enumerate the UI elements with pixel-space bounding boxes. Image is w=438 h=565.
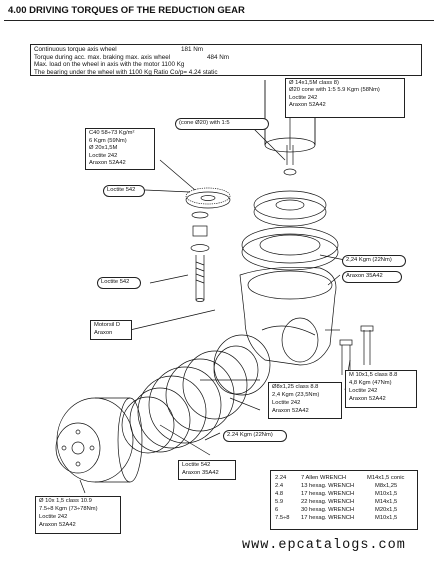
callout-motorsil: Motorsil D Araxon xyxy=(90,320,132,340)
callout-text: Loctite 542 xyxy=(107,187,136,193)
callout-text: Araxon 35A42 xyxy=(346,273,383,279)
callout-text: Araxon 52A42 xyxy=(349,396,386,402)
wrench-tool: 13 hexag. WRENCH xyxy=(301,483,355,489)
callout-text: Ø 10x 1,5 class 10.9 xyxy=(39,498,92,504)
wrench-torque: 5.9 xyxy=(275,499,284,505)
wrench-thread: M20x1,5 xyxy=(375,507,398,513)
callout-text: Araxon xyxy=(94,330,113,336)
wrench-torque: 7.5÷8 xyxy=(275,515,290,521)
wrench-thread: M10x1,5 xyxy=(375,515,398,521)
callout-text: M 10x1,5 class 8.8 xyxy=(349,372,398,378)
title-underline xyxy=(4,20,434,21)
callout-text: C40 58÷73 Kg/m² xyxy=(89,130,135,136)
wrench-torque: 6 xyxy=(275,507,279,513)
callout-text: Motorsil D xyxy=(94,322,121,328)
callout-text: 2,4 Kgm (23,5Nm) xyxy=(272,392,320,398)
page-title: 4.00 DRIVING TORQUES OF THE REDUCTION GE… xyxy=(8,5,245,16)
callout-araxon-35a42: Araxon 35A42 xyxy=(342,271,402,283)
callout-text: Araxon 52A42 xyxy=(39,522,76,528)
wrench-tool: 7 Allen WRENCH xyxy=(301,475,347,481)
callout-text: Araxon 52A42 xyxy=(289,102,326,108)
callout-text: Loctite 242 xyxy=(39,514,68,520)
callout-top-right: Ø 14x1,5M class 8) Ø20 cone with 1:5 5.9… xyxy=(285,78,405,118)
callout-text: Araxon 52A42 xyxy=(89,160,126,166)
wrench-thread: M14x1,5 xyxy=(375,499,398,505)
wrench-thread: M14x1,5 conic xyxy=(367,475,405,481)
wrench-table: 2.24 7 Allen WRENCH M14x1,5 conic 2.4 13… xyxy=(270,470,418,530)
watermark-link[interactable]: www.epcatalogs.com xyxy=(242,538,406,553)
callout-gear: C40 58÷73 Kg/m² 6 Kgm (59Nm) Ø 20x1,5M L… xyxy=(85,128,155,170)
spec-continuous-label: Continuous torque axis wheel xyxy=(34,46,117,53)
spec-bearing: The bearing under the wheel with 1100 Kg… xyxy=(34,68,218,76)
callout-loctite-542-a: Loctite 542 xyxy=(103,185,145,197)
callout-text: 2,24 Kgm (22Nm) xyxy=(346,257,392,263)
spec-continuous-value: 181 Nm xyxy=(181,46,204,53)
callout-text: Ø 20x1,5M xyxy=(89,145,118,151)
callout-text: (cone Ø20) with 1:5 xyxy=(179,120,230,126)
wrench-tool: 17 hexag. WRENCH xyxy=(301,515,355,521)
callout-text: 7.5÷8 Kgm (73÷78Nm) xyxy=(39,506,98,512)
callout-text: Araxon 35A42 xyxy=(182,470,219,476)
callout-text: Araxon 52A42 xyxy=(272,408,309,414)
wrench-tool: 17 hexag. WRENCH xyxy=(301,491,355,497)
callout-o8-mid: Ø8x1,25 class 8.8 2,4 Kgm (23,5Nm) Locti… xyxy=(268,382,342,419)
callout-text: 6 Kgm (59Nm) xyxy=(89,137,127,144)
callout-text: 4,8 Kgm (47Nm) xyxy=(349,380,392,386)
callout-cone: (cone Ø20) with 1:5 xyxy=(175,118,269,130)
callout-wheel-bolt: Ø 10x 1,5 class 10.9 7.5÷8 Kgm (73÷78Nm)… xyxy=(35,496,121,534)
callout-m10-right: M 10x1,5 class 8.8 4,8 Kgm (47Nm) Loctit… xyxy=(345,370,417,408)
wrench-torque: 2.4 xyxy=(275,483,284,489)
specs-box: Continuous torque axis wheel 181 Nm Torq… xyxy=(30,44,422,76)
wrench-tool: 22 hexag. WRENCH xyxy=(301,499,355,505)
callout-text: Loctite 542 xyxy=(101,279,130,285)
spec-max-label: Torque during acc. max. braking max. axi… xyxy=(34,53,171,61)
callout-loctite-542-b: Loctite 542 xyxy=(97,277,141,289)
spec-max-value: 484 Nm xyxy=(207,53,230,61)
callout-text: Loctite 242 xyxy=(89,152,118,159)
wrench-thread: M10x1,5 xyxy=(375,491,398,497)
wrench-thread: M8x1,25 xyxy=(375,483,398,489)
callout-text: Loctite 242 xyxy=(289,95,318,101)
spec-max-load: Max. load on the wheel in axis with the … xyxy=(34,61,185,68)
callout-loctite-araxon-bottom: Loctite 542 Araxon 35A42 xyxy=(178,460,236,480)
wrench-torque: 4.8 xyxy=(275,491,284,497)
wrench-tool: 30 hexag. WRENCH xyxy=(301,507,355,513)
wrench-torque: 2.24 xyxy=(275,475,287,481)
callout-text: Loctite 542 xyxy=(182,462,211,468)
callout-text: Ø8x1,25 class 8.8 xyxy=(272,384,319,390)
callout-text: Ø20 cone with 1:5 5.9 Kgm (58Nm) xyxy=(289,87,380,93)
callout-text: Ø 14x1,5M class 8) xyxy=(289,80,339,86)
callout-torque-22-mid: 2.24 Kgm (22Nm) xyxy=(223,430,287,442)
callout-text: 2.24 Kgm (22Nm) xyxy=(227,432,273,438)
callout-torque-22-top: 2,24 Kgm (22Nm) xyxy=(342,255,406,267)
callout-text: Loctite 242 xyxy=(272,400,301,406)
callout-text: Loctite 242 xyxy=(349,388,378,394)
